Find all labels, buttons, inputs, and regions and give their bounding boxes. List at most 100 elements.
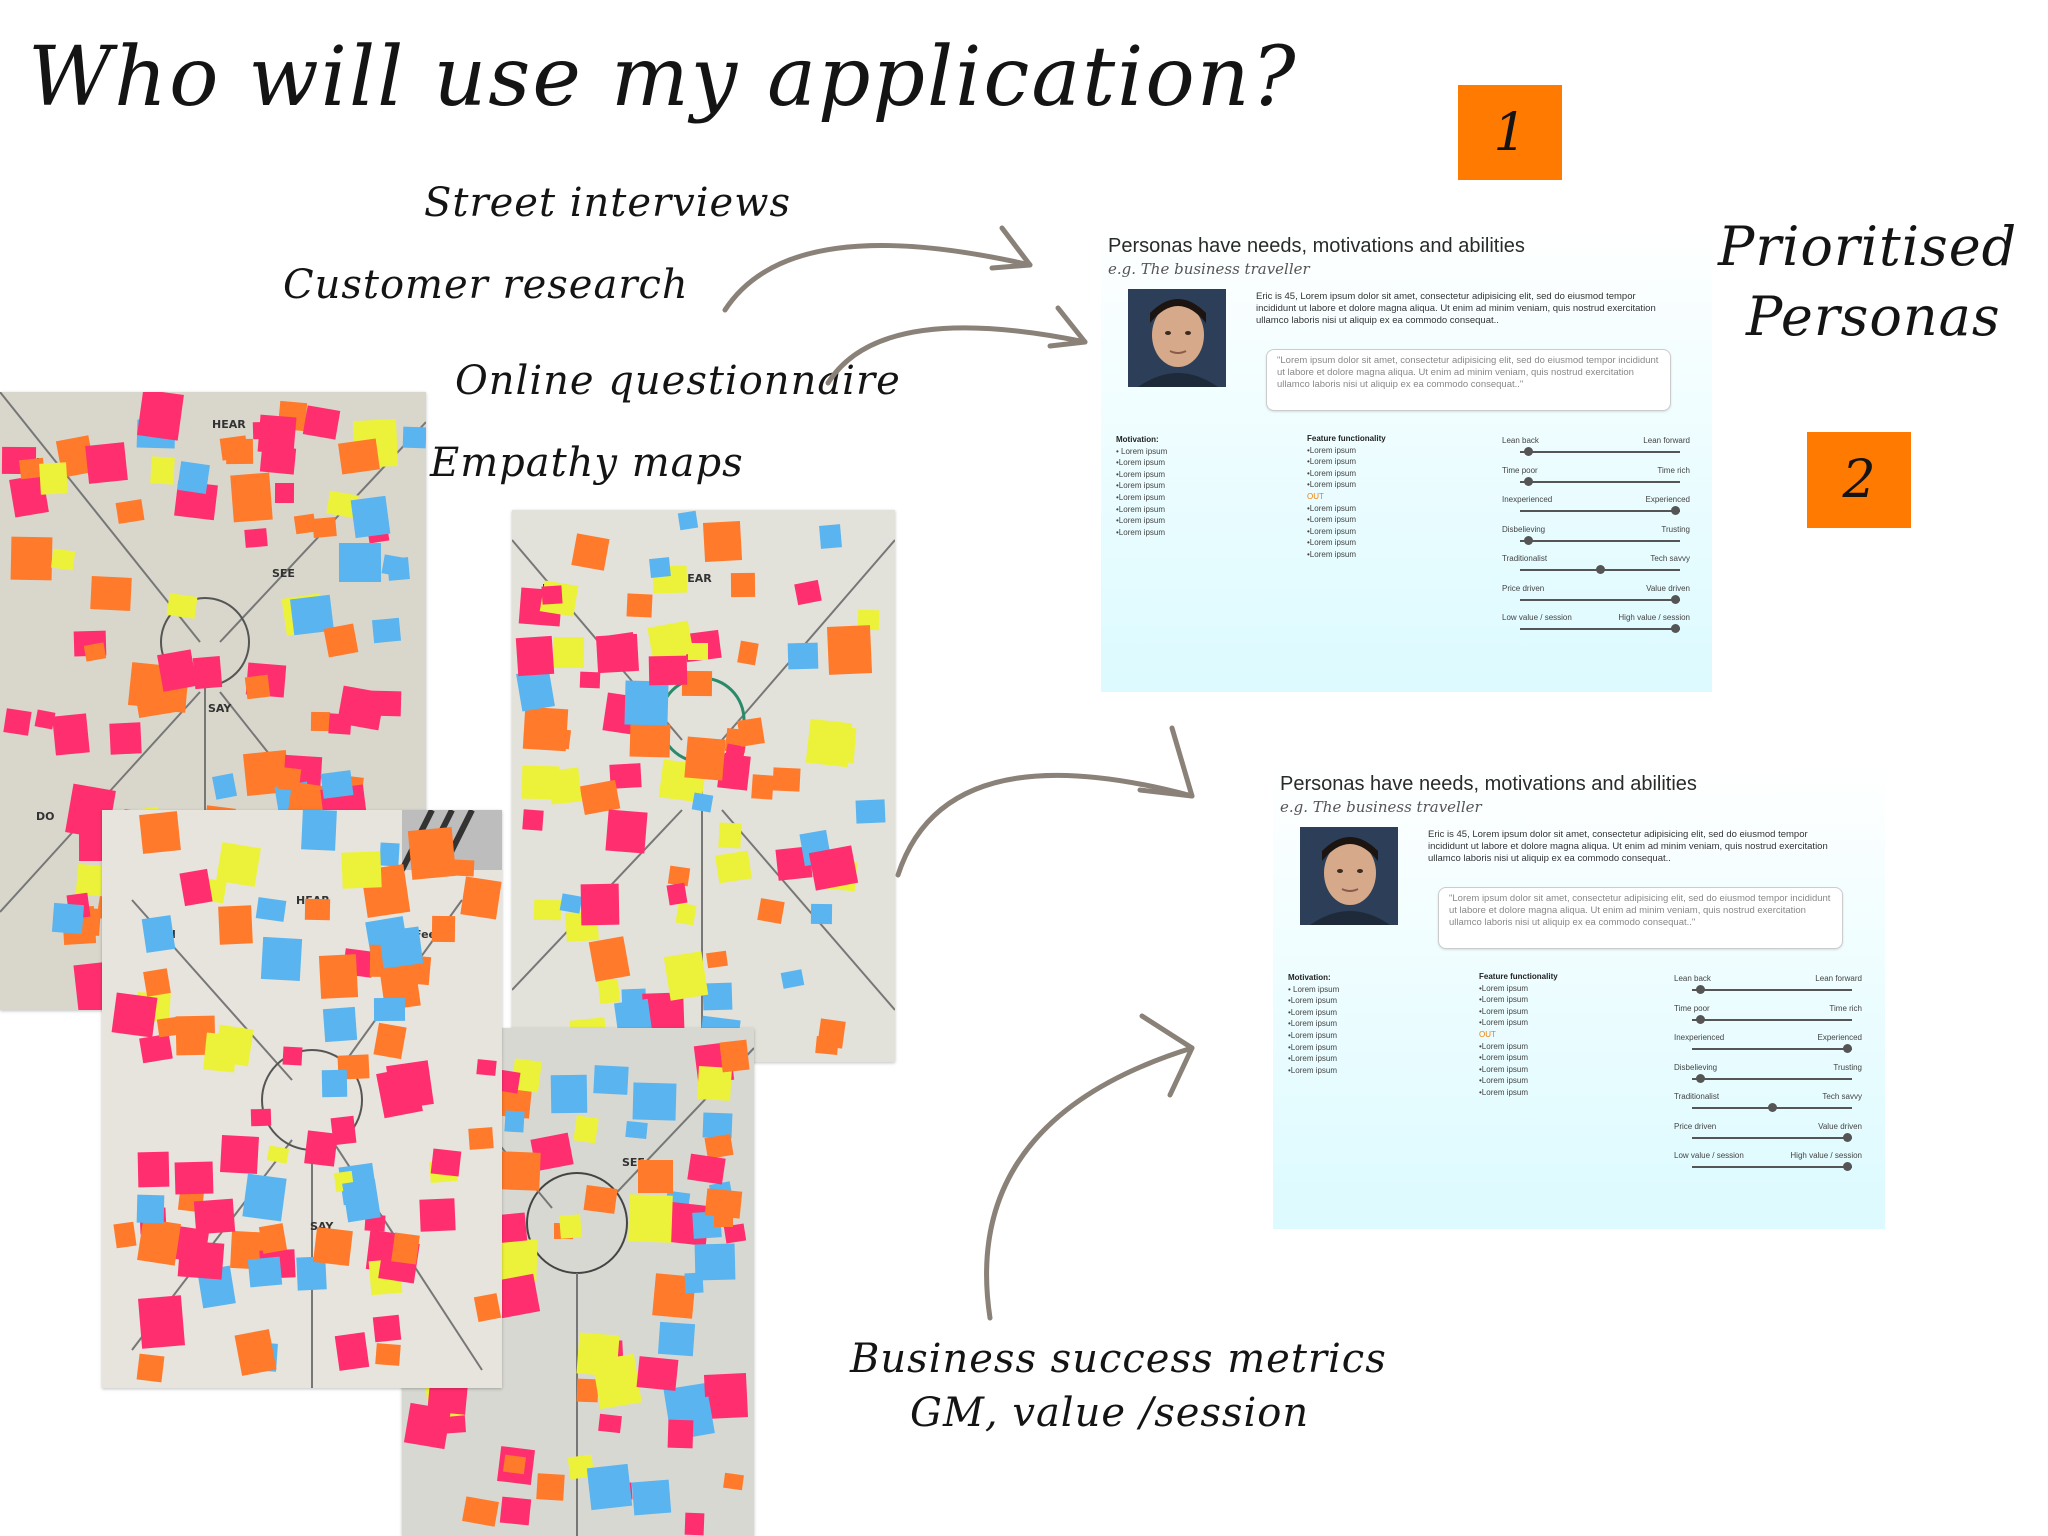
slider-right-label: Value driven (1818, 1121, 1862, 1131)
sticky-note (338, 543, 381, 583)
sticky-note (597, 979, 620, 1005)
sticky-note (275, 482, 295, 503)
sticky-note (115, 498, 145, 524)
slider-left-label: Time poor (1674, 1003, 1710, 1013)
sticky-note (194, 1199, 236, 1235)
sticky-note (222, 917, 242, 938)
sticky-note (336, 685, 386, 731)
sticky-note (150, 456, 176, 485)
sticky-note (89, 575, 132, 611)
list-item: •Lorem ipsum (1116, 469, 1166, 479)
persona-card-2: Personas have needs, motivations and abi… (1273, 767, 1885, 1229)
sticky-note (248, 1256, 283, 1288)
sticky-note (419, 1198, 456, 1232)
sticky-note (605, 809, 648, 854)
slider-right-label: Tech savvy (1650, 554, 1690, 563)
slider-track (1692, 985, 1852, 994)
sticky-note (521, 765, 560, 800)
sticky-note (301, 810, 337, 851)
sticky-note (372, 1314, 402, 1342)
sticky-note (498, 1151, 541, 1191)
sticky-note (136, 1353, 165, 1383)
sticky-note (230, 472, 274, 522)
list-item: •Lorem ipsum (1479, 995, 1529, 1005)
sticky-note (629, 723, 671, 758)
sticky-note (85, 441, 128, 484)
sticky-note (657, 1321, 695, 1357)
sticky-note (536, 1472, 566, 1501)
empathy-word: SAY (208, 702, 232, 715)
sticky-note (685, 1513, 705, 1536)
arrowhead-icon (1047, 305, 1088, 349)
slider-track (1520, 476, 1680, 486)
arrow-metrics-to-persona-2 (984, 1045, 1195, 1321)
sticky-note (155, 1299, 181, 1329)
sticky-note (583, 1185, 619, 1215)
persona-bio: Eric is 45, Lorem ipsum dolor sit amet, … (1256, 291, 1656, 326)
list-item: •Lorem ipsum (1479, 1053, 1529, 1063)
sticky-note (723, 1473, 745, 1491)
sticky-note (552, 637, 584, 669)
slider-knob (1671, 594, 1681, 604)
sticky-note (391, 1232, 420, 1265)
slider-knob (1596, 565, 1605, 574)
sticky-note (664, 951, 709, 1001)
persona-card-1: Personas have needs, motivations and abi… (1101, 229, 1712, 692)
sticky-note (319, 954, 359, 999)
slider-knob (1524, 476, 1533, 486)
list-item: •Lorem ipsum (1479, 1041, 1529, 1051)
sticky-note (431, 916, 456, 943)
list-item: •Lorem ipsum (1116, 492, 1166, 502)
sticky-note (691, 792, 714, 812)
sticky-note (335, 1332, 370, 1371)
sticky-note (666, 882, 689, 906)
list-item: •Lorem ipsum (1307, 515, 1357, 525)
sticky-note (350, 496, 390, 539)
sticky-note (219, 435, 249, 461)
sticky-note (588, 936, 631, 983)
sticky-note (179, 869, 213, 906)
empathy-map-photo-2: HEAR Feel DO (512, 510, 895, 1062)
motivation-heading: Motivation: (1288, 973, 1331, 982)
slider-knob (1696, 1014, 1705, 1024)
feature-heading: Feature functionality (1479, 972, 1558, 981)
label-prioritised: Prioritised (1718, 215, 2018, 278)
sticky-note (407, 826, 456, 880)
sticky-note (260, 936, 303, 981)
empathy-word: HEAR (212, 418, 246, 431)
sticky-note (402, 426, 426, 449)
empathy-map-photo-1: HEAR Feel SEE SAY DO (0, 392, 426, 1010)
slider-right-label: Trusting (1833, 1062, 1862, 1072)
list-item: •Lorem ipsum (1288, 1007, 1338, 1017)
list-item: •Lorem ipsum (1116, 481, 1166, 491)
sticky-note (111, 992, 157, 1038)
sticky-note (626, 593, 653, 618)
slider-left-label: Traditionalist (1674, 1092, 1720, 1101)
sticky-note (595, 633, 639, 673)
sticky-note (174, 1161, 214, 1196)
slider-track (1520, 535, 1680, 545)
list-item: •Lorem ipsum (1288, 1019, 1338, 1029)
sticky-note (704, 1188, 743, 1218)
slider-track (1692, 1014, 1852, 1024)
sticky-note (598, 1413, 623, 1434)
sticky-note (381, 553, 406, 577)
sticky-note (313, 1227, 353, 1266)
sticky-note (282, 1046, 304, 1065)
sticky-note (460, 876, 502, 920)
sticky-note (702, 983, 733, 1011)
sticky-note (34, 709, 56, 730)
sticky-note (515, 635, 554, 676)
slider-track (1692, 1132, 1853, 1142)
sticky-note (177, 461, 210, 494)
slider-right-label: Lean forward (1815, 974, 1862, 983)
sticky-note (637, 1159, 673, 1194)
slider-track (1520, 506, 1681, 515)
list-item: •Lorem ipsum (1307, 480, 1357, 490)
list-item: •Lorem ipsum (1116, 504, 1166, 514)
